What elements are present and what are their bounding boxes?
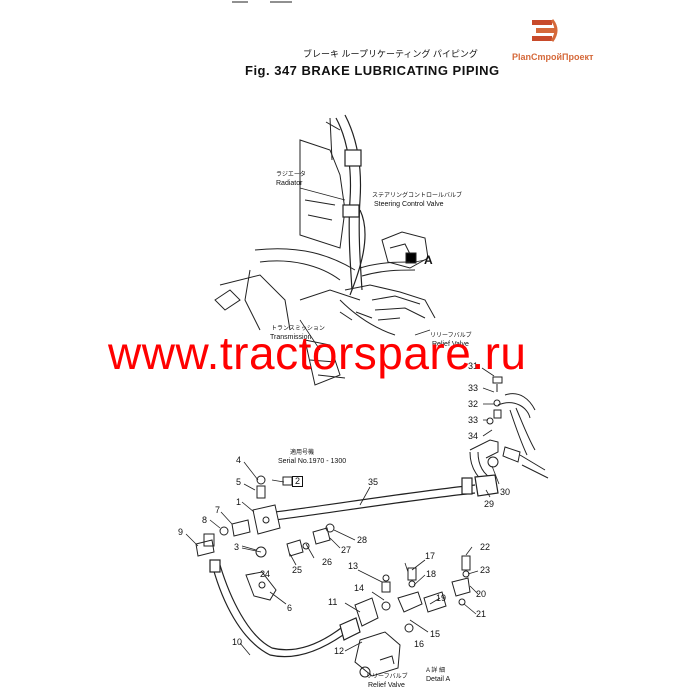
transmission-label-japanese: トランスミッション (271, 326, 325, 332)
relief-valve-top-label: Relief Valve (432, 341, 469, 348)
callout-10: 10 (232, 637, 243, 647)
callout-13: 13 (348, 561, 359, 571)
fitting-1 (195, 475, 293, 601)
callout-34: 34 (468, 431, 479, 441)
fittings-25-28 (286, 523, 335, 557)
callout-29: 29 (484, 499, 495, 509)
detail-a-label: Detail A (426, 676, 451, 683)
callout-9: 9 (178, 527, 184, 537)
logo-icon (532, 19, 558, 42)
callout-33a: 33 (468, 383, 479, 393)
logo-text: PlanCmpoйПроект (512, 52, 594, 62)
callout-28: 28 (357, 535, 368, 545)
callout-32: 32 (468, 399, 479, 409)
callout-4: 4 (236, 455, 242, 465)
detail-point-a: A (424, 253, 433, 267)
hose-10 (209, 559, 361, 658)
callout-26: 26 (322, 557, 333, 567)
engine-outline (214, 248, 436, 386)
callout-1: 1 (236, 497, 242, 507)
steering-valve-label: Steering Control Valve (374, 201, 444, 208)
callout-22: 22 (480, 542, 491, 552)
watermark: www.tractorspare.ru (108, 327, 527, 379)
callout-31: 31 (468, 361, 479, 371)
relief-valve-top-label-japanese: リリーフバルブ (430, 333, 472, 339)
callout-23: 23 (480, 565, 491, 575)
serial-label: Serial No.1970 - 1300 (278, 458, 347, 465)
callout-24: 24 (260, 569, 271, 579)
callout-5: 5 (236, 477, 242, 487)
relief-valve-bottom-label: Relief Valve (368, 682, 405, 689)
pipe-35 (274, 474, 499, 521)
steering-control-valve (359, 231, 429, 277)
page-title-japanese: ブレーキ ループリケーティング パイピング (303, 49, 478, 59)
callout-33b: 33 (468, 415, 479, 425)
steering-valve-label-japanese: ステアリングコントロールバルブ (372, 193, 463, 199)
relief-valve-group (354, 555, 471, 678)
callout-7: 7 (215, 505, 221, 515)
callout-15: 15 (430, 629, 441, 639)
callout-16: 16 (414, 639, 425, 649)
callout-12: 12 (334, 646, 345, 656)
callout-18: 18 (426, 569, 437, 579)
callout-8: 8 (202, 515, 208, 525)
detail-a-label-japanese: A 詳 細 (426, 668, 446, 674)
radiator-outline (299, 117, 346, 249)
page-title: Fig. 347 BRAKE LUBRICATING PIPING (245, 63, 500, 78)
callout-21: 21 (476, 609, 487, 619)
radiator-label: Radiator (276, 180, 303, 187)
callout-6: 6 (287, 603, 293, 613)
callout-2: 2 (292, 476, 304, 487)
leader-lines (185, 187, 500, 656)
callout-11: 11 (328, 597, 338, 607)
callout-25: 25 (292, 565, 303, 575)
callout-35: 35 (368, 477, 379, 487)
relief-valve-bottom-label-japanese: リリーフバルブ (366, 674, 408, 680)
callout-27: 27 (341, 545, 352, 555)
callout-30: 30 (500, 487, 511, 497)
callout-19: 19 (436, 593, 447, 603)
radiator-label-japanese: ラジエータ (276, 172, 306, 178)
serial-label-japanese: 適用号機 (290, 450, 315, 456)
transmission-label: Transmission (270, 334, 312, 341)
callout-17: 17 (425, 551, 436, 561)
radiator-hose (335, 114, 366, 296)
company-logo (530, 18, 562, 48)
callout-14: 14 (354, 583, 365, 593)
callout-20: 20 (476, 589, 487, 599)
detail-top-right (469, 376, 549, 486)
callout-3: 3 (234, 542, 240, 552)
